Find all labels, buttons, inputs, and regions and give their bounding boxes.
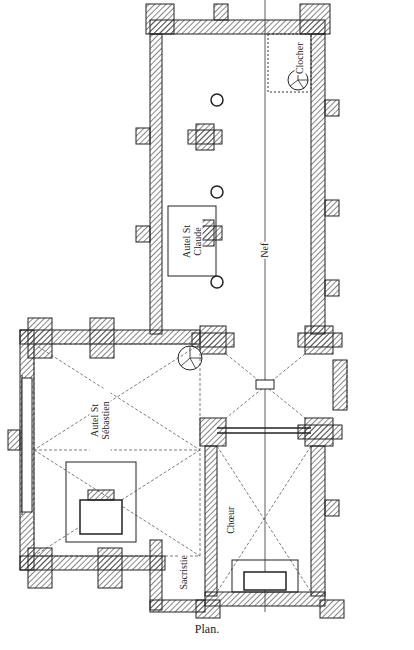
room-label: Clocher: [295, 41, 306, 75]
room-label: Chœur: [227, 505, 238, 534]
room-label: Nef: [260, 242, 271, 259]
caption: Plan.: [195, 622, 219, 637]
room-label: Autel St Claude: [182, 218, 203, 264]
room-label: Sacristie: [179, 554, 190, 590]
room-label: Autel St Sébastien: [90, 388, 111, 452]
